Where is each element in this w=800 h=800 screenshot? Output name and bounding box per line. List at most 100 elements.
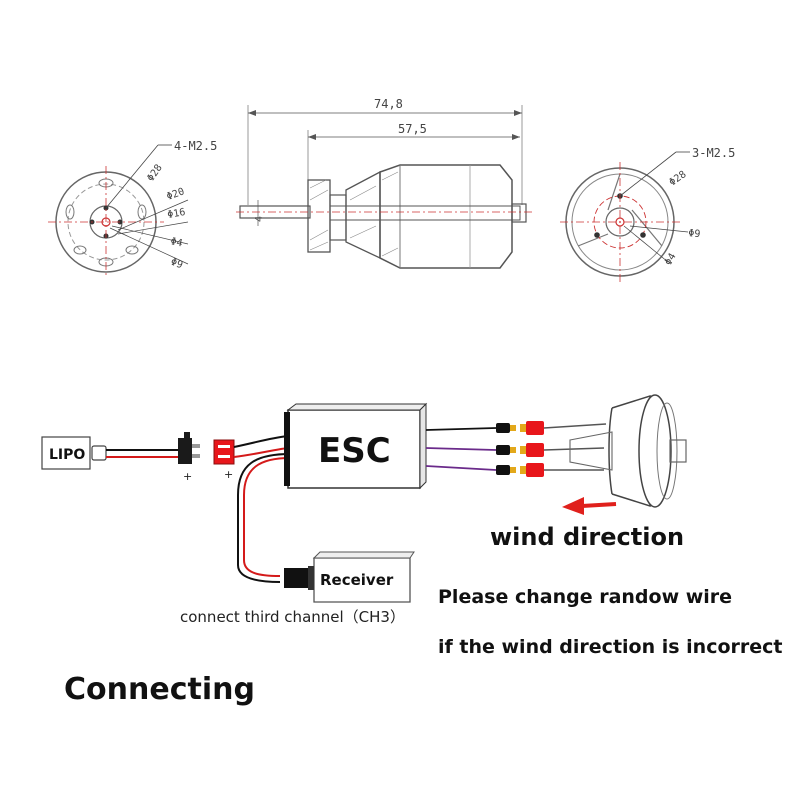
rear-leader	[623, 225, 669, 263]
dim-arrow	[248, 110, 256, 116]
front-leader	[109, 227, 189, 265]
wind-direction-arrow	[562, 497, 617, 515]
dim-arrow	[514, 110, 522, 116]
battery-connector-tab	[184, 432, 190, 439]
motor-inner-shaft	[329, 205, 521, 221]
front-slot	[137, 204, 147, 220]
edf-fan	[569, 394, 687, 508]
rear-leader	[629, 225, 689, 233]
front-dia-16: Φ16	[167, 207, 187, 221]
motor-bullet-connectors	[520, 421, 544, 477]
rear-dia-4: Φ4	[663, 252, 679, 268]
esc-unit: ESC	[284, 402, 428, 490]
rear-dia-28: Φ28	[667, 169, 688, 188]
section-hatch	[309, 171, 399, 257]
esc-bullet-tip	[510, 425, 516, 431]
rear-dia-9: Φ9	[688, 228, 701, 240]
esc-connector-plus-sign: +	[224, 468, 233, 481]
motor-collar	[329, 194, 347, 241]
esc-bullet-connectors	[496, 423, 516, 475]
motor-bullet	[526, 421, 544, 435]
front-slot	[125, 245, 139, 255]
receiver-top-face	[312, 551, 415, 559]
dim-arrow	[308, 134, 316, 140]
battery-connector-pin	[192, 444, 200, 448]
esc-connector-slot	[218, 445, 230, 448]
section-title: Connecting	[64, 672, 255, 707]
esc-connector-body	[213, 439, 235, 465]
motor-rear-cap	[511, 203, 527, 223]
rear-hole	[594, 232, 600, 238]
esc-top-face	[286, 403, 428, 411]
front-dia-9: Φ9	[169, 257, 184, 272]
rear-hub	[605, 207, 635, 237]
rear-leader	[619, 151, 677, 197]
esc-bullet	[496, 423, 510, 433]
rear-hole	[640, 232, 646, 238]
motor-can	[379, 164, 513, 269]
front-slot	[73, 245, 87, 255]
front-view: 4-M2.5 Φ28 Φ20 Φ16 Φ4 Φ9	[48, 139, 217, 278]
lipo-label: LIPO	[49, 447, 85, 463]
instruction-line-1: Please change randow wire	[438, 586, 732, 608]
dim-body-length: 57,5	[398, 122, 427, 136]
lipo-plug	[91, 445, 107, 461]
front-leader	[105, 144, 159, 209]
receiver-label: Receiver	[320, 571, 394, 589]
fan-hub	[669, 439, 687, 463]
dim-shaft-dia: 4	[254, 216, 265, 222]
battery-connector-body	[178, 438, 192, 464]
fan-rim	[638, 394, 672, 508]
esc-connector-slot	[218, 455, 230, 458]
front-leader	[111, 225, 189, 245]
front-leader	[117, 199, 189, 231]
motor-lead	[543, 423, 607, 429]
motor-bullet	[526, 443, 544, 457]
wind-arrow-shaft	[581, 502, 617, 508]
front-slot	[65, 204, 75, 220]
esc-power-connector: +	[213, 439, 235, 481]
motor-bullet-tip	[520, 424, 526, 432]
fan-motor-body	[569, 431, 613, 471]
esc-bullet	[496, 465, 510, 475]
front-hole-label: 4-M2.5	[174, 139, 217, 153]
lipo-box	[41, 436, 91, 470]
fan-inner-rim	[656, 402, 678, 500]
signal-red-wire	[243, 457, 291, 577]
receiver-servo-plug	[284, 568, 308, 588]
esc-end-cap	[284, 412, 290, 486]
channel-note: connect third channel（CH3）	[180, 608, 405, 626]
motor-bullet-tip	[520, 446, 526, 454]
esc-bullet-tip	[510, 447, 516, 453]
wind-arrow-head	[562, 497, 584, 515]
front-leader	[117, 221, 189, 235]
dim-total-length: 74,8	[374, 97, 403, 111]
instruction-line-2: if the wind direction is incorrect	[438, 636, 783, 658]
fan-front-lip	[608, 407, 613, 495]
battery-plus-sign: +	[183, 470, 192, 483]
esc-label: ESC	[318, 431, 391, 471]
wind-direction-label: wind direction	[490, 523, 684, 551]
rear-view: 3-M2.5 Φ28 Φ9 Φ4	[560, 146, 735, 282]
front-dia-28: Φ28	[145, 163, 164, 184]
lipo-battery: LIPO	[41, 436, 107, 470]
motor-lead	[543, 447, 605, 451]
motor-bullet-tip	[520, 466, 526, 474]
battery-connector-pin	[192, 454, 200, 458]
phase-wire-a	[425, 427, 497, 431]
motor-mount	[345, 170, 381, 260]
phase-wire-c	[425, 465, 497, 471]
phase-wire-b	[425, 447, 497, 451]
esc-black-wire	[233, 435, 289, 448]
battery-connector: +	[178, 432, 200, 483]
rear-hole-label: 3-M2.5	[692, 146, 735, 160]
front-dia-4: Φ4	[169, 236, 183, 249]
esc-red-wire	[233, 447, 289, 458]
receiver-unit: Receiver	[284, 551, 415, 603]
esc-side-face	[419, 402, 427, 490]
esc-bullet	[496, 445, 510, 455]
receiver-servo-header	[308, 566, 314, 590]
esc-bullet-tip	[510, 467, 516, 473]
